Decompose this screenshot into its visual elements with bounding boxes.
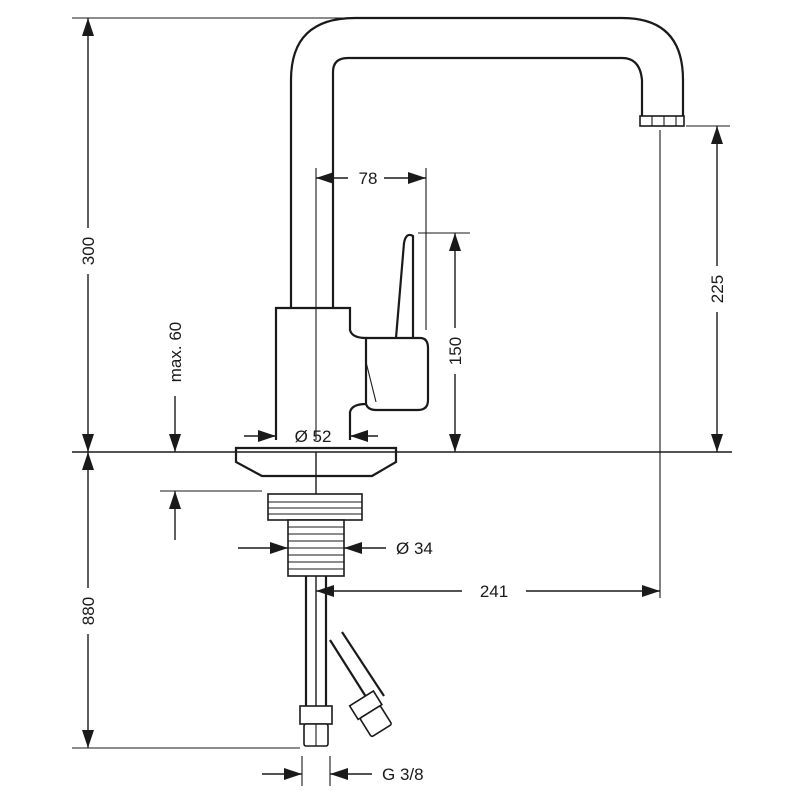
hose-nut-right (359, 705, 392, 738)
dim-hose-length: 880 (78, 452, 98, 748)
dim-lever-offset: 78 (316, 169, 426, 188)
label-max-deck: max. 60 (166, 322, 185, 382)
body (274, 306, 368, 440)
label-hose-length: 880 (79, 597, 98, 625)
label-lever-height: 150 (446, 337, 465, 365)
supply-hoses (304, 576, 385, 708)
label-body-diameter: Ø 52 (295, 427, 332, 446)
hose-connector-left (299, 705, 333, 725)
spout-outer (289, 16, 685, 308)
tap-outline (72, 16, 732, 747)
base-flange (234, 446, 398, 478)
extension-lines (72, 17, 730, 786)
aerator (639, 115, 685, 127)
label-lever-offset: 78 (359, 169, 378, 188)
spout-inner (331, 56, 644, 308)
shank-threads (288, 526, 344, 570)
dim-spout-height: 225 (707, 126, 727, 452)
mounting-ring (267, 493, 363, 521)
label-spout-height: 225 (708, 275, 727, 303)
label-connection-thread: G 3/8 (382, 765, 424, 784)
lever-handle (394, 233, 415, 339)
dim-total-height: 300 (78, 18, 98, 452)
dim-max-deck: max. 60 (166, 322, 185, 540)
label-total-height: 300 (79, 237, 98, 265)
dim-spout-reach: 241 (316, 582, 660, 601)
label-spout-reach: 241 (480, 582, 508, 601)
dim-shank-diameter: Ø 34 (238, 539, 433, 558)
label-shank-diameter: Ø 34 (396, 539, 433, 558)
cartridge-housing (364, 336, 430, 412)
dim-connection-thread: G 3/8 (262, 765, 424, 784)
dim-body-diameter: Ø 52 (244, 427, 378, 446)
dim-lever-height: 150 (445, 233, 465, 452)
